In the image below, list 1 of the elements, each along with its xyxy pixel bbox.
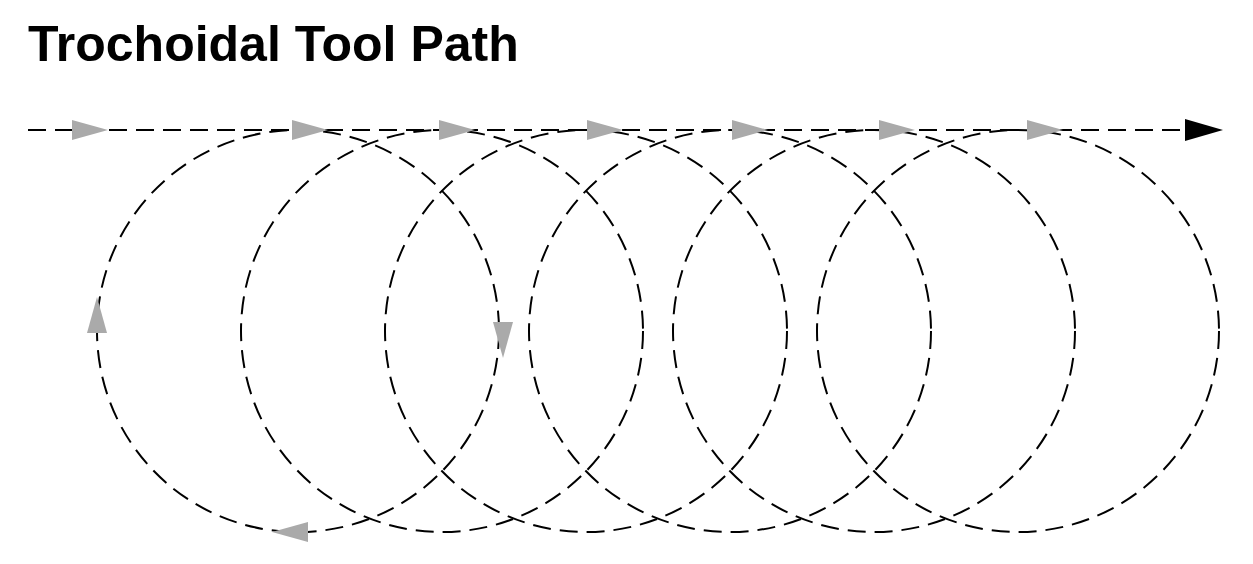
title: Trochoidal Tool Path	[28, 15, 519, 74]
